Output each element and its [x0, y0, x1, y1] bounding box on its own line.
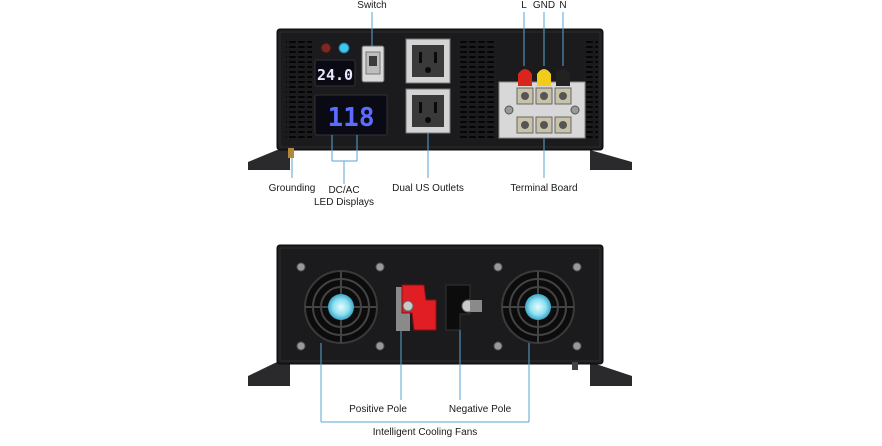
dc-display [314, 59, 356, 87]
right-fan-hub [525, 294, 551, 320]
ground-terminal-cap [537, 69, 551, 86]
ac-display-value: 118 [328, 103, 375, 133]
blue-indicator-led [338, 42, 350, 54]
terminal-board-label: Terminal Board [510, 183, 578, 194]
left-cooling-fan [304, 270, 378, 344]
front-vent-left [286, 40, 312, 138]
positive-pole-label: Positive Pole [349, 404, 407, 415]
front-inverter: 24.0 118 [248, 28, 632, 170]
dc-display-value: 24.0 [317, 66, 353, 84]
positive-pole-terminal [396, 284, 437, 331]
grounding-label: Grounding [268, 183, 316, 194]
front-right-mounting-foot [590, 150, 632, 170]
front-left-mounting-foot [248, 150, 290, 170]
led-displays-label-line1: DC/AC [328, 185, 360, 196]
red-indicator-led [320, 42, 332, 54]
front-vent-right [586, 40, 598, 138]
right-cooling-fan [501, 270, 575, 344]
ground-terminal-label: GND [532, 0, 556, 11]
led-displays-label-line2: LED Displays [313, 197, 375, 208]
ac-display [314, 94, 388, 136]
rear-left-mounting-foot [248, 362, 290, 386]
grounding-screw [288, 148, 294, 158]
us-outlet-bottom [405, 88, 451, 134]
us-outlet-top [405, 38, 451, 84]
front-leader-lines [291, 12, 564, 184]
rear-right-mounting-foot [590, 362, 632, 386]
neutral-terminal-cap [556, 69, 570, 86]
switch-label: Switch [357, 0, 387, 11]
terminal-board [498, 81, 586, 139]
live-terminal-label: L [521, 0, 527, 11]
left-fan-hub [328, 294, 354, 320]
rear-leader-lines [320, 330, 530, 423]
dual-outlets-label: Dual US Outlets [392, 183, 464, 194]
rear-inverter [248, 244, 632, 386]
cooling-fans-label: Intelligent Cooling Fans [372, 427, 478, 438]
negative-pole-terminal [445, 284, 482, 331]
negative-pole-label: Negative Pole [448, 404, 512, 415]
front-vent-mid [458, 40, 494, 138]
neutral-terminal-label: N [559, 0, 567, 11]
live-terminal-cap [518, 69, 532, 86]
